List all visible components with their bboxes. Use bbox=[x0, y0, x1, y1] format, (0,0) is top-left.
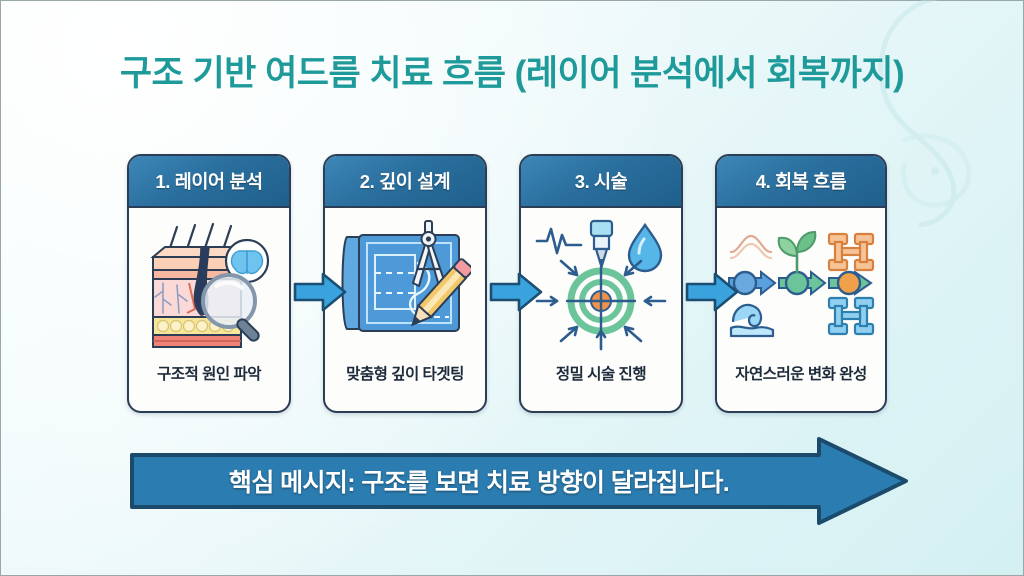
arrow-step3-to-step4 bbox=[685, 272, 739, 312]
step-4-caption: 자연스러운 변화 완성 bbox=[735, 366, 867, 383]
blueprint-compass-pencil-icon bbox=[325, 208, 485, 358]
step-3-header: 3. 시술 bbox=[521, 156, 681, 208]
step-1-header: 1. 레이어 분석 bbox=[129, 156, 289, 208]
recovery-timeline-sprout-wave-icon bbox=[717, 208, 885, 358]
step-3-caption: 정밀 시술 진행 bbox=[555, 366, 647, 383]
step-card-3[interactable]: 3. 시술 bbox=[519, 154, 683, 413]
step-card-2[interactable]: 2. 깊이 설계 bbox=[323, 154, 487, 413]
step-1-caption: 구조적 원인 파악 bbox=[157, 366, 261, 383]
key-message-banner[interactable]: 핵심 메시지: 구조를 보면 치료 방향이 달라집니다. bbox=[129, 435, 909, 527]
step-card-4[interactable]: 4. 회복 흐름 bbox=[715, 154, 887, 413]
steps-row: 1. 레이어 분석 bbox=[127, 154, 907, 414]
step-card-1[interactable]: 1. 레이어 분석 bbox=[127, 154, 291, 413]
arrow-step1-to-step2 bbox=[293, 272, 347, 312]
page-title: 구조 기반 여드름 치료 흐름 (레이어 분석에서 회복까지) bbox=[119, 54, 905, 93]
step-4-header: 4. 회복 흐름 bbox=[717, 156, 885, 208]
skin-cross-section-magnifier-brain-icon bbox=[129, 208, 289, 358]
target-needle-droplet-waveform-icon bbox=[521, 208, 681, 358]
arrow-step2-to-step3 bbox=[489, 272, 543, 312]
step-2-caption: 맞춤형 깊이 타겟팅 bbox=[346, 366, 464, 383]
banner-arrow-shape bbox=[130, 437, 908, 525]
step-2-header: 2. 깊이 설계 bbox=[325, 156, 485, 208]
